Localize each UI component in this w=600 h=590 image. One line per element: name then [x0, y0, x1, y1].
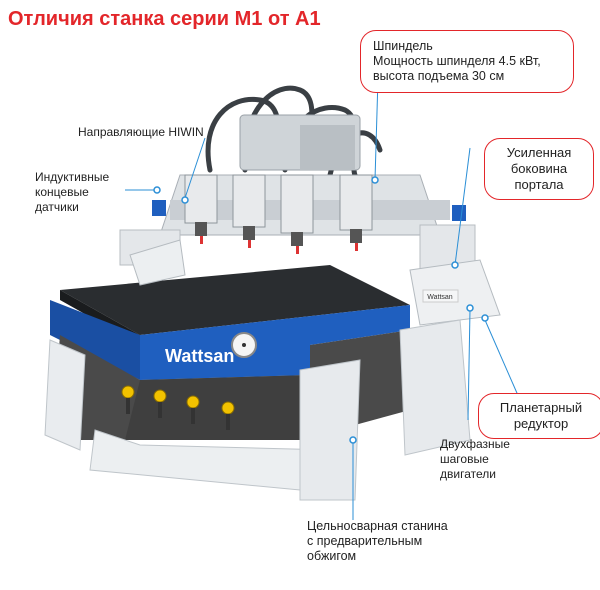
leader-lines	[125, 77, 521, 520]
front-panel: Wattsan	[50, 300, 410, 380]
callout-portal-line2: боковина	[510, 161, 568, 176]
callout-gearbox: Планетарный редуктор	[478, 393, 600, 439]
panel-brand-label: Wattsan	[165, 346, 234, 366]
label-sensors-line2: концевые	[35, 185, 89, 199]
machine-base	[44, 319, 471, 501]
label-frame-line3: обжигом	[307, 549, 357, 563]
callout-spindle-line1: Мощность шпинделя 4.5 кВт,	[373, 54, 541, 68]
label-sensors-line3: датчики	[35, 200, 79, 214]
callout-spindle: Шпиндель Мощность шпинделя 4.5 кВт, высо…	[360, 30, 574, 93]
callout-portal-line3: портала	[514, 177, 564, 192]
callout-portal-line1: Усиленная	[506, 145, 572, 160]
label-steppers-line2: шаговые	[440, 452, 489, 466]
page-title: Отличия станка серии М1 от А1	[8, 8, 321, 30]
label-stepper-motors: Двухфазные шаговые двигатели	[440, 437, 510, 482]
callout-spindle-title: Шпиндель	[373, 39, 433, 53]
label-steppers-line3: двигатели	[440, 467, 496, 481]
label-welded-frame: Цельносварная станина с предварительным …	[307, 519, 448, 564]
spindles	[184, 174, 373, 254]
leader-dots	[153, 176, 489, 444]
label-hiwin-rails: Направляющие HIWIN	[78, 125, 204, 139]
label-steppers-line1: Двухфазные	[440, 437, 510, 451]
yellow-valves	[121, 385, 235, 430]
callout-spindle-line2: высота подъема 30 см	[373, 69, 505, 83]
gearbox-brand-label: Wattsan	[427, 294, 453, 301]
callout-gearbox-line2: редуктор	[513, 416, 569, 431]
label-frame-line2: с предварительным	[307, 534, 423, 548]
callout-gearbox-line1: Планетарный	[499, 400, 583, 415]
label-frame-line1: Цельносварная станина	[307, 519, 448, 533]
callout-portal: Усиленная боковина портала	[484, 138, 594, 200]
label-sensors-line1: Индуктивные	[35, 170, 110, 184]
label-inductive-sensors: Индуктивные концевые датчики	[35, 170, 109, 215]
